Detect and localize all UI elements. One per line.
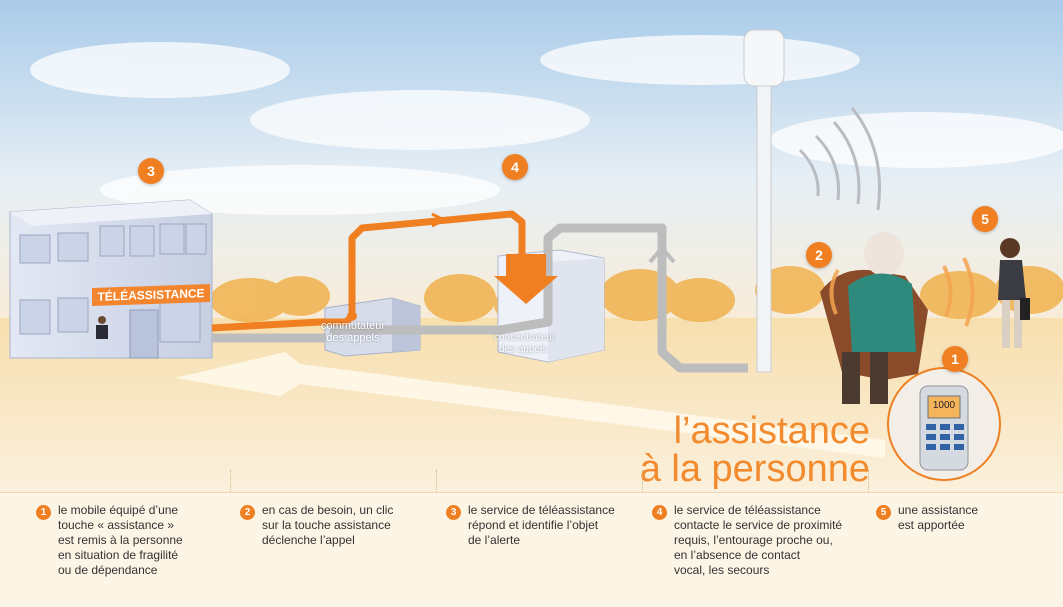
headline: l’assistance à la personne	[620, 412, 870, 488]
step-number: 2	[240, 505, 255, 520]
step-text: le service de téléassistance répond et i…	[468, 503, 615, 547]
antenna-tower	[743, 29, 785, 373]
orange-arrow-mark	[431, 212, 448, 228]
assist-waves	[829, 257, 975, 327]
concentrator-label: concentrateur des appels	[494, 332, 556, 355]
phone-display: 1000	[932, 400, 956, 411]
step-number: 5	[876, 505, 891, 520]
badge-phone: 1	[942, 346, 968, 372]
ground-arrow	[175, 352, 885, 458]
step-2: 2 en cas de besoin, un clic sur la touch…	[240, 503, 430, 603]
step-number: 3	[446, 505, 461, 520]
step-3: 3 le service de téléassistance répond et…	[446, 503, 636, 603]
signal-waves	[798, 107, 882, 211]
switch-node	[347, 311, 357, 321]
switch-label: commutateur des appels	[320, 320, 386, 344]
badge-walker: 5	[972, 206, 998, 232]
headline-line2: à la personne	[639, 448, 870, 490]
orange-down-arrow	[494, 254, 558, 304]
clouds	[30, 35, 1063, 215]
teleassistance-building	[9, 199, 213, 359]
badge-concentrator: 4	[502, 154, 528, 180]
elderly-woman	[820, 232, 928, 404]
step-text: le mobile équipé d’une touche « assistan…	[58, 503, 183, 577]
walking-woman	[998, 238, 1030, 348]
step-text: en cas de besoin, un clic sur la touche …	[262, 503, 394, 547]
operator-figure	[96, 316, 108, 339]
step-text: le service de téléassistance contacte le…	[674, 503, 843, 577]
step-4: 4 le service de téléassistance contacte …	[652, 503, 864, 603]
headline-line1: l’assistance	[673, 410, 870, 452]
grey-arrow-head	[648, 244, 676, 264]
step-text: une assistance est apportée	[898, 503, 979, 532]
badge-building: 3	[138, 158, 164, 184]
step-number: 1	[36, 505, 51, 520]
step-5: 5 une assistance est apportée	[876, 503, 1056, 603]
step-number: 4	[652, 505, 667, 520]
illustration-scene	[0, 0, 1063, 492]
phone-illustration	[887, 367, 1001, 481]
badge-elderly: 2	[806, 242, 832, 268]
orange-signal-path	[211, 210, 526, 332]
grey-signal-path	[212, 223, 748, 373]
step-1: 1 le mobile équipé d’une touche « assist…	[36, 503, 226, 603]
steps-strip: 1 le mobile équipé d’une touche « assist…	[0, 492, 1063, 607]
